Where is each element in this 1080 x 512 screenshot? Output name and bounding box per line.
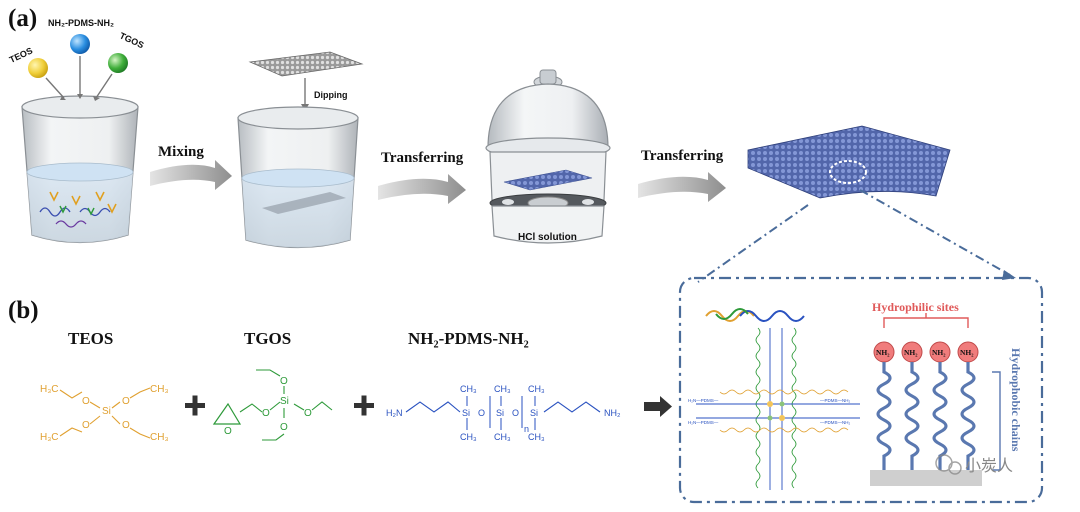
transferring-arrow-2	[638, 172, 726, 202]
zoom-line-right	[859, 189, 1011, 276]
dipping-label: Dipping	[314, 90, 348, 100]
plus-sign-1	[185, 395, 205, 416]
svg-text:Si: Si	[280, 396, 289, 407]
pdms-ball	[70, 34, 90, 54]
hydrophilic-sites-label: Hydrophilic sites	[872, 300, 959, 314]
svg-text:O: O	[478, 408, 485, 418]
beaker-2	[237, 106, 359, 249]
network-pdms-label-l2: H₂N—PDMS—	[688, 420, 719, 425]
gray-mesh	[248, 51, 364, 77]
hcl-solution-label: HCl solution	[518, 232, 577, 243]
watermark-text: 小炭人	[965, 456, 1013, 475]
beaker-1	[21, 95, 139, 244]
hydrophobic-chains-label: Hydrophobic chains	[1009, 348, 1023, 452]
zoom-frame	[678, 276, 1044, 504]
tgos-ball	[108, 53, 128, 73]
svg-text:O: O	[122, 396, 130, 407]
tgos-title: TGOS	[244, 329, 291, 348]
svg-text:O: O	[280, 376, 288, 387]
reaction-arrow	[644, 396, 672, 417]
teos-title: TEOS	[68, 329, 113, 348]
nh2-site-3: NH₂	[929, 341, 951, 363]
hydrophobic-chains	[876, 362, 976, 470]
svg-text:Si: Si	[530, 408, 538, 418]
svg-text:CH₃: CH₃	[494, 432, 511, 442]
svg-text:O: O	[512, 408, 519, 418]
teos-structure: H₃C CH₃ O O Si O O H₃C CH₃	[40, 384, 169, 443]
svg-text:H₂N: H₂N	[386, 408, 403, 418]
svg-text:CH₃: CH₃	[528, 432, 545, 442]
svg-text:O: O	[122, 420, 130, 431]
nh2-site-2: NH₂	[901, 341, 923, 363]
svg-text:NH₂: NH₂	[876, 348, 890, 357]
desiccator	[485, 69, 611, 244]
crosslinked-network	[696, 308, 860, 490]
tgos-structure: O O Si O O O	[212, 369, 333, 441]
svg-text:NH₂: NH₂	[932, 348, 946, 357]
svg-text:CH₃: CH₃	[494, 384, 511, 394]
wechat-watermark	[935, 454, 962, 475]
network-pdms-label-r1: —PDMS—NH₂	[820, 398, 851, 403]
svg-text:O: O	[224, 426, 232, 437]
svg-text:O: O	[82, 420, 90, 431]
svg-text:CH₃: CH₃	[460, 432, 477, 442]
teos-drop-arrow	[45, 77, 65, 99]
pdms-structure: H₂N Si CH₃ CH₃ O Si CH₃ CH₃ n O Si CH₃ C…	[386, 384, 621, 442]
svg-text:H₃C: H₃C	[40, 432, 59, 443]
panel-label-b: (b)	[8, 297, 39, 324]
svg-text:n: n	[524, 424, 529, 434]
svg-text:Si: Si	[496, 408, 504, 418]
svg-text:O: O	[262, 408, 270, 419]
teos-ball	[28, 58, 48, 78]
mixing-label: Mixing	[158, 144, 204, 160]
svg-text:NH₂: NH₂	[904, 348, 918, 357]
svg-text:H₃C: H₃C	[40, 384, 59, 395]
nh2-site-4: NH₂	[957, 341, 979, 363]
svg-text:O: O	[304, 408, 312, 419]
svg-text:NH₂: NH₂	[960, 348, 974, 357]
plus-sign-2	[354, 395, 374, 416]
network-pdms-label-l1: H₂N—PDMS—	[688, 398, 719, 403]
svg-text:CH₃: CH₃	[150, 432, 169, 443]
pdms-reagent-label: NH₂-PDMS-NH₂	[48, 18, 114, 28]
pdms-title: NH₂-PDMS-NH₂	[408, 329, 529, 348]
svg-text:Si: Si	[102, 406, 111, 417]
svg-text:NH₂: NH₂	[604, 408, 621, 418]
tgos-reagent-label: TGOS	[118, 31, 145, 51]
network-pdms-label-r2: —PDMS—NH₂	[820, 420, 851, 425]
panel-label-a: (a)	[8, 5, 37, 32]
mixing-arrow	[150, 160, 232, 190]
svg-text:CH₃: CH₃	[150, 384, 169, 395]
zoom-line-left	[697, 204, 809, 283]
svg-text:CH₃: CH₃	[528, 384, 545, 394]
transferring-label-1: Transferring	[381, 150, 464, 166]
svg-text:Si: Si	[462, 408, 470, 418]
svg-text:CH₃: CH₃	[460, 384, 477, 394]
svg-text:O: O	[280, 422, 288, 433]
hydrophilic-bracket	[883, 313, 969, 328]
nh2-site-1: NH₂	[873, 341, 895, 363]
transferring-label-2: Transferring	[641, 148, 724, 164]
coated-mesh	[747, 125, 951, 199]
tgos-drop-arrow	[95, 73, 113, 99]
hydrophobic-bracket	[992, 371, 1001, 471]
transferring-arrow-1	[378, 174, 466, 204]
svg-text:O: O	[82, 396, 90, 407]
